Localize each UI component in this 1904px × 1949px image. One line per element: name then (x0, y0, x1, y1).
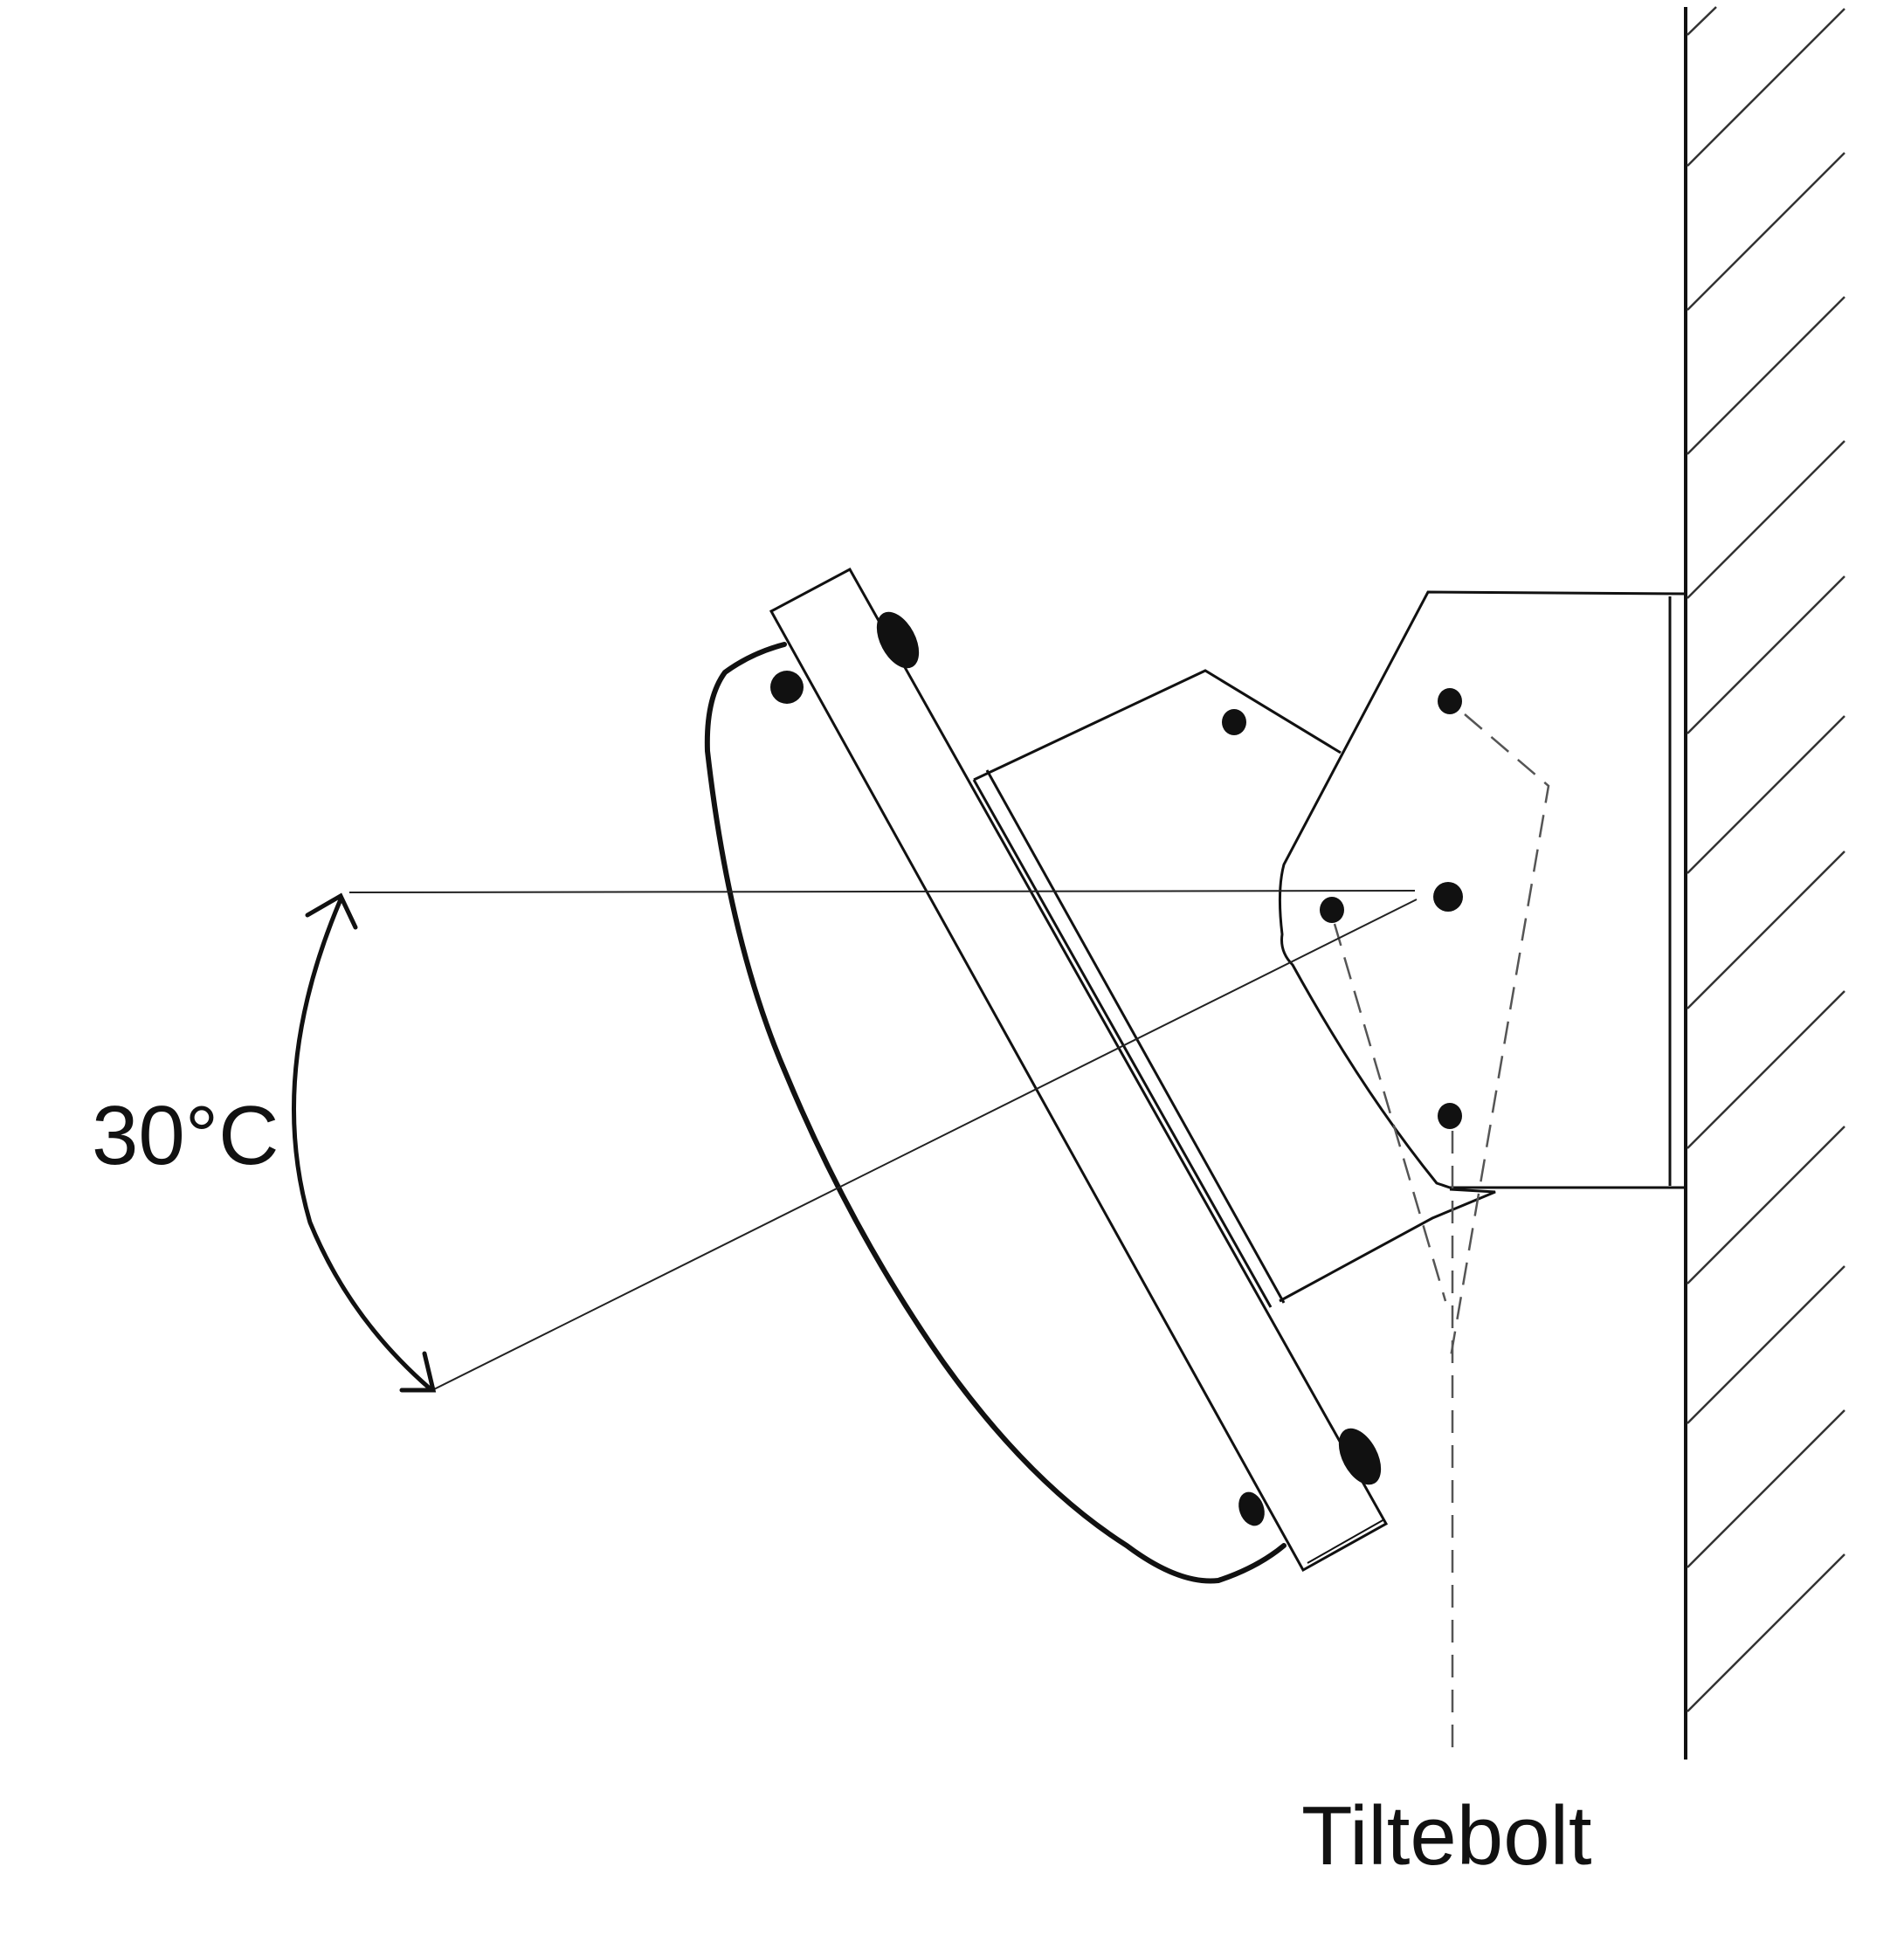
mount-plate-edge (1307, 1519, 1385, 1564)
tv-mount-plate (769, 567, 1389, 1573)
mount-plate-outline (769, 567, 1389, 1573)
angle-arc-curve (292, 897, 432, 1391)
angle-reference (348, 890, 1418, 1391)
device-body (704, 642, 1287, 1584)
wall-hatching (1687, 6, 1845, 1712)
wall-plate-outline (1278, 590, 1687, 1189)
arrowhead-top-icon (305, 892, 358, 930)
hidden-lines (1333, 713, 1550, 1760)
bolt-plate-top (876, 611, 920, 669)
bolt-wall-top (1438, 688, 1462, 714)
device-body-outline (704, 642, 1287, 1584)
tilt-arm-inner-edge (985, 769, 1286, 1304)
tilt-arm-bottom (1279, 1188, 1496, 1303)
tilt-arm (972, 669, 1496, 1308)
dashed-slot-left (1333, 923, 1447, 1302)
bolt-arm-top (1222, 709, 1246, 735)
bolts (770, 611, 1463, 1526)
bolt-pivot (1433, 882, 1463, 912)
angle-label: 30°C (92, 1089, 279, 1182)
tilt-arm-inner-edge-2 (972, 779, 1273, 1308)
tiltebolt-label: Tiltebolt (1301, 1789, 1592, 1883)
arrowhead-bottom-icon (399, 1351, 437, 1393)
angle-line-horizontal (348, 890, 1416, 893)
wall-bracket-plate (1278, 590, 1687, 1189)
angle-line-tilted (431, 899, 1418, 1391)
dashed-slot-right (1448, 713, 1550, 1363)
wall (1684, 6, 1845, 1760)
bolt-plate-bottom (1338, 1428, 1382, 1485)
bolt-wall-bottom (1438, 1103, 1462, 1129)
angle-arc (292, 892, 437, 1393)
tilt-arm-top (973, 669, 1342, 782)
bolt-mount-bottom (1238, 1491, 1265, 1526)
bolt-mount-top-left (770, 671, 804, 704)
bolt-arm-middle (1320, 897, 1344, 923)
